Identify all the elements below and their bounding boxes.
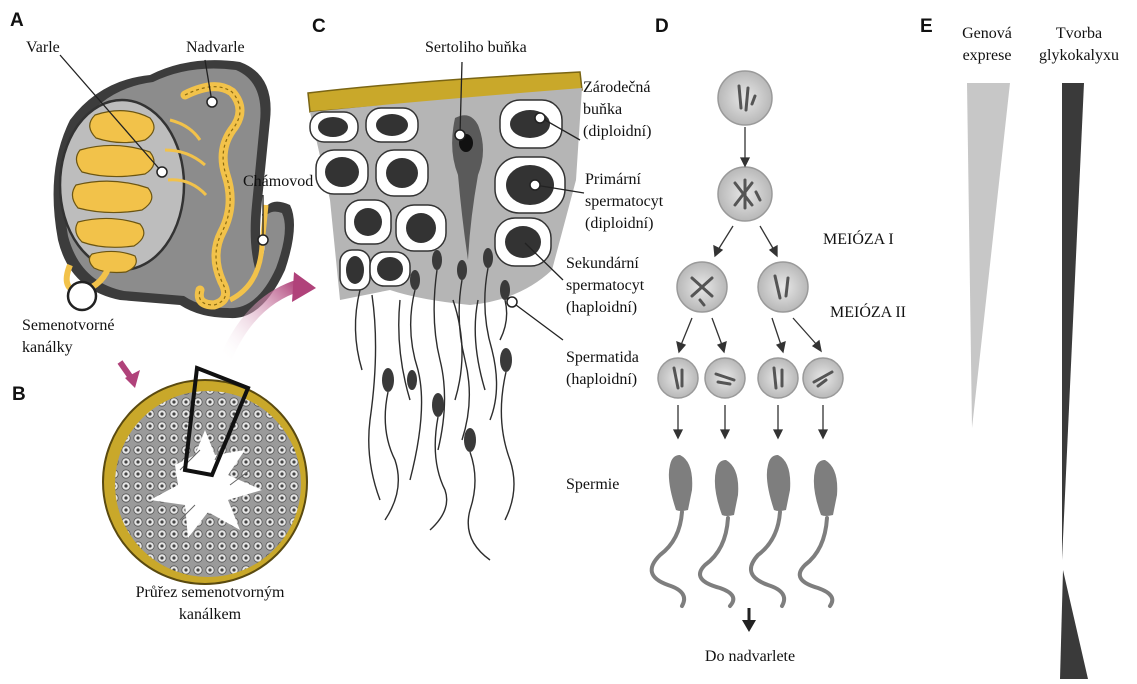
epithelium-section (308, 62, 584, 560)
label-varle: Varle (26, 38, 60, 58)
panel-label-a: A (10, 10, 24, 32)
label-chamovod: Chámovod (243, 172, 313, 192)
label-sertoli: Sertoliho buňka (425, 38, 527, 58)
label-sekundarni-1: Sekundární (566, 254, 639, 274)
label-exprese: exprese (948, 46, 1026, 66)
label-spermatida-2: (haploidní) (566, 370, 637, 390)
label-primarni-3: (diploidní) (585, 214, 653, 234)
tubule-circle (68, 282, 96, 310)
label-genova: Genová (948, 24, 1026, 44)
label-tvorba: Tvorba (1026, 24, 1132, 44)
panel-label-c: C (312, 16, 326, 38)
expression-gradients (967, 83, 1088, 679)
panel-label-d: D (655, 16, 669, 38)
down-arrow (742, 608, 756, 632)
label-zarodecna-3: (diploidní) (583, 122, 651, 142)
label-do-nadvarlete: Do nadvarlete (680, 647, 820, 667)
tubule-cross-section (103, 368, 307, 584)
label-meioza-1: MEIÓZA I (823, 230, 894, 250)
panel-label-b: B (12, 384, 26, 406)
label-zarodecna-2: buňka (583, 100, 622, 120)
label-primarni-2: spermatocyt (585, 192, 663, 212)
gene-expression-wedge (967, 83, 1010, 428)
label-kanalky: kanálky (22, 338, 73, 358)
caption-cross-section-2: kanálkem (105, 605, 315, 625)
label-meioza-2: MEIÓZA II (830, 303, 906, 323)
label-sekundarni-3: (haploidní) (566, 298, 637, 318)
label-sekundarni-2: spermatocyt (566, 276, 644, 296)
meiosis-cells (658, 71, 843, 398)
label-spermatida-1: Spermatida (566, 348, 639, 368)
label-spermie: Spermie (566, 475, 619, 495)
glycocalyx-wedge-top (1062, 83, 1084, 560)
label-nadvarle: Nadvarle (186, 38, 245, 58)
sperm-cells (652, 455, 838, 606)
glycocalyx-wedge-bottom (1060, 570, 1088, 679)
meiosis-tree (652, 71, 843, 632)
label-glykokalyxu: glykokalyxu (1026, 46, 1132, 66)
panel-label-e: E (920, 16, 933, 38)
label-zarodecna-1: Zárodečná (583, 78, 651, 98)
chromosomes (674, 86, 832, 388)
caption-cross-section-1: Průřez semenotvorným (105, 583, 315, 603)
label-semenotvorne: Semenotvorné (22, 316, 114, 336)
label-primarni-1: Primární (585, 170, 641, 190)
